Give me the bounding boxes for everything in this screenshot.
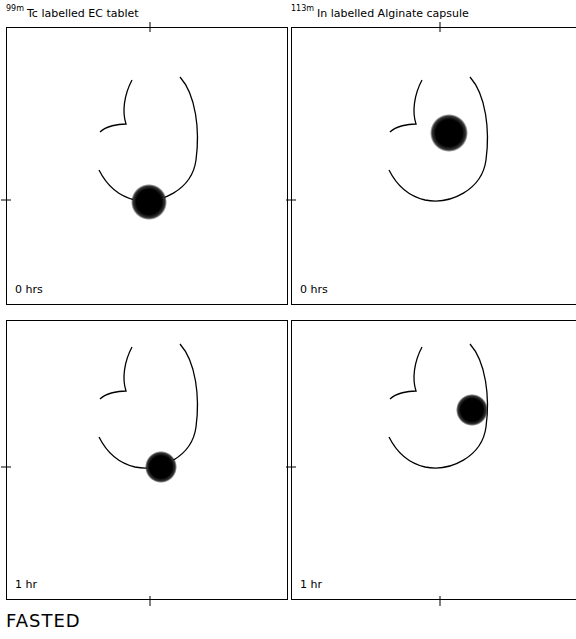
column-heading: Tc labelled EC tablet	[27, 7, 139, 20]
image-panel: 0 hrs	[6, 27, 288, 305]
image-panel: 1 hr	[291, 320, 576, 600]
column-heading: In labelled Alginate capsule	[317, 7, 469, 20]
isotope-mass: 113m	[291, 4, 314, 13]
time-label: 0 hrs	[15, 283, 43, 296]
image-panel: 1 hr	[6, 320, 288, 600]
condition-label: FASTED	[6, 610, 81, 631]
image-panel: 0 hrs	[291, 27, 576, 305]
isotope-mass: 99m	[6, 4, 24, 13]
time-label: 1 hr	[300, 578, 322, 591]
time-label: 0 hrs	[300, 283, 328, 296]
time-label: 1 hr	[15, 578, 37, 591]
